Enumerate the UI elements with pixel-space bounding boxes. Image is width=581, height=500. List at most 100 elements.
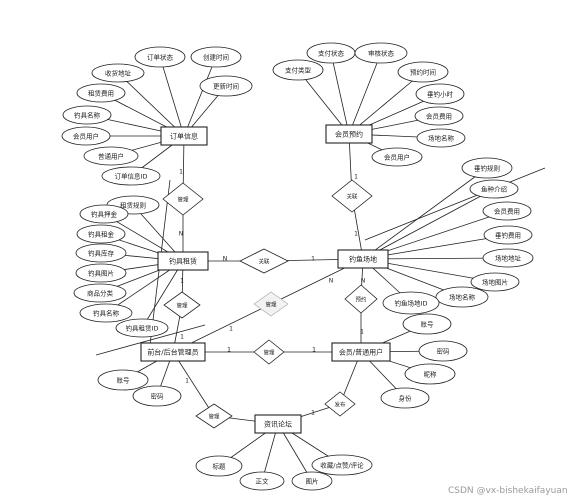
attribute-label: 预约时间 (410, 67, 436, 76)
relationship-label: 关联 (346, 192, 358, 200)
cardinality-label: 1 (354, 230, 358, 237)
attribute-ellipse (397, 61, 449, 83)
attribute-ellipse (195, 455, 243, 477)
attribute-ellipse (91, 63, 145, 83)
relationship-label: 管理 (263, 348, 275, 356)
relationship-link (364, 167, 546, 241)
cardinality-label: 1 (227, 346, 231, 353)
attribute-label: 场地名称 (428, 133, 455, 142)
attribute-label: 垂钓小时 (427, 89, 454, 98)
attribute-ellipse (62, 105, 112, 125)
attribute-ellipse (73, 283, 127, 303)
cardinality-label: 1 (312, 346, 316, 353)
cardinality-label: 1 (180, 333, 184, 340)
attribute-label: 垂钓费用 (495, 230, 521, 239)
attribute-label: 商品分类 (87, 288, 114, 297)
attribute-label: 租赁费用 (88, 88, 114, 97)
attribute-link (297, 69, 350, 135)
attribute-ellipse (461, 157, 513, 179)
cardinality-label: N (179, 230, 184, 237)
entity-box (325, 124, 373, 144)
attribute-label: 场地地址 (495, 253, 522, 262)
attribute-ellipse (482, 201, 532, 221)
attribute-label: 钓具租金 (88, 229, 115, 238)
attribute-ellipse (469, 179, 519, 199)
attribute-ellipse (239, 471, 285, 491)
attribute-link (159, 56, 185, 137)
attribute-label: 订单状态 (147, 52, 174, 61)
attribute-ellipse (61, 126, 111, 146)
attribute-ellipse (380, 387, 430, 409)
attribute-ellipse (483, 225, 533, 245)
cardinality-label: 1 (311, 409, 315, 416)
attribute-label: 垂钓规则 (474, 163, 500, 172)
connector-lines (86, 52, 546, 482)
attribute-label: 订单信息ID (115, 171, 148, 180)
entity-label: 会员/普通用户 (339, 347, 383, 356)
attribute-ellipse (75, 263, 127, 283)
entity-box (140, 342, 206, 362)
relationship-diamond (331, 179, 373, 213)
relationship-diamond (253, 291, 289, 317)
relationship-label: 管理 (176, 301, 188, 309)
attribute-link (330, 52, 350, 135)
cardinality-label: N (361, 277, 366, 284)
attribute-link (348, 52, 382, 135)
attribute-ellipse (190, 46, 242, 68)
relationship-diamond (163, 291, 201, 319)
attribute-link (141, 260, 184, 329)
cardinality-label: 1 (311, 255, 315, 262)
relationship-label: 管理 (177, 195, 189, 203)
entity-label: 钓鱼场地 (349, 254, 377, 263)
attribute-ellipse (134, 46, 186, 68)
attribute-ellipse (101, 166, 161, 186)
attribute-ellipse (402, 313, 452, 335)
entity-box (337, 249, 389, 269)
attribute-ellipse (415, 83, 465, 105)
attribute-label: 标题 (213, 461, 227, 470)
attribute-link (348, 71, 424, 135)
attribute-ellipse (199, 75, 253, 97)
attribute-ellipse (418, 340, 468, 362)
attribute-ellipse (291, 471, 333, 491)
attribute-label: 鱼种介绍 (481, 184, 508, 193)
attribute-label: 支付状态 (318, 48, 345, 57)
attribute-label: 钓鱼场地ID (395, 298, 428, 307)
relationship-diamond (324, 391, 356, 417)
entity-box (331, 342, 391, 362)
cardinality-label: 1 (229, 325, 233, 332)
attribute-label: 租赁规则 (120, 200, 146, 209)
attribute-label: 钓具租赁ID (126, 323, 159, 332)
relationship-label: 管理 (208, 412, 220, 420)
attribute-label: 支付类型 (285, 65, 312, 74)
attribute-label: 账号 (421, 319, 435, 328)
attribute-label: 钓具图片 (88, 268, 114, 277)
attribute-label: 钓具名称 (74, 110, 101, 119)
attribute-ellipse (76, 83, 126, 103)
relationship-link (172, 351, 215, 417)
relationship-diamond (195, 403, 233, 429)
cardinality-label: N (329, 277, 334, 284)
attribute-label: 身份 (399, 393, 413, 402)
attribute-ellipse (482, 248, 534, 268)
cardinality-label: 1 (360, 328, 364, 335)
attribute-link (362, 188, 495, 260)
entity-label: 会员预约 (335, 129, 363, 138)
attribute-label: 会员费用 (494, 206, 520, 215)
attribute-ellipse (83, 146, 139, 166)
attribute-label: 审核状态 (368, 48, 395, 57)
attribute-label: 会员费用 (426, 111, 452, 120)
attribute-label: 会员用户 (73, 131, 99, 140)
relationship-label: 管理 (265, 300, 277, 308)
attribute-ellipse (354, 42, 408, 64)
attribute-ellipse (76, 224, 126, 244)
attribute-label: 密码 (437, 346, 451, 355)
attribute-label: 会员用户 (384, 152, 410, 161)
attribute-ellipse (79, 204, 129, 224)
attribute-ellipse (311, 454, 373, 476)
cardinality-label: N (223, 255, 228, 262)
relationship-diamond (162, 182, 204, 216)
attribute-ellipse (371, 147, 423, 167)
relationship-diamond (344, 284, 378, 314)
